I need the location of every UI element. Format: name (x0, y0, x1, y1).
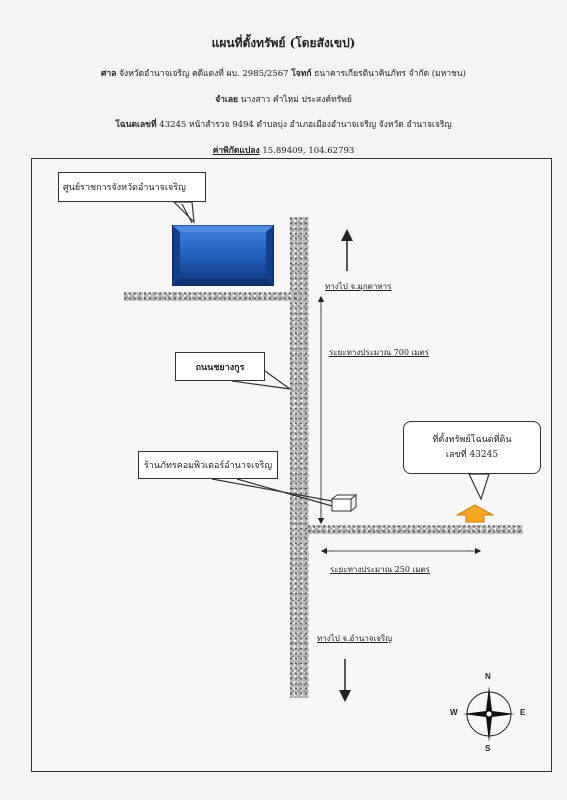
case-info-line: ศาล จังหวัดอำนาจเจริญ คดีแดงที่ ผบ. 2985… (0, 66, 567, 80)
page-title: แผนที่ตั้งทรัพย์ (โดยสังเขป) (211, 36, 356, 50)
top-cross-road (124, 292, 296, 301)
shop-box-icon (330, 493, 358, 513)
map-lines-overlay (172, 201, 490, 702)
map-frame: ศูนย์ราชการจังหวัดอำนาจเจริญ ถนนชยางกูร … (31, 158, 552, 772)
road-name-callout: ถนนชยางกูร (175, 352, 265, 381)
compass-e-label: E (520, 708, 526, 717)
coordinates-line: ค่าพิกัดแปลง 15.89409, 104.62793 (0, 143, 567, 157)
compass-w-label: W (450, 708, 458, 717)
defendant-key: จำเลย (215, 95, 239, 105)
defendant-line: จำเลย นางสาว คำไหม่ ประสงค์ทรัพย์ (0, 92, 567, 106)
main-road-vertical (290, 217, 309, 698)
deed-value: 43245 หน้าสำรวจ 9494 ตำบลบุ่ง อำเภอเมือง… (159, 120, 452, 130)
plaintiff-key: โจทก์ (291, 69, 312, 79)
court-value: จังหวัดอำนาจเจริญ คดีแดงที่ ผบ. 2985/256… (119, 69, 289, 79)
government-center-label: ศูนย์ราชการจังหวัดอำนาจเจริญ (63, 183, 186, 193)
distance-250m-label: ระยะทางประมาณ 250 เมตร (330, 565, 430, 574)
road-name-label: ถนนชยางกูร (195, 362, 245, 373)
compass-rose: N S W E (450, 672, 528, 754)
coordinates-key: ค่าพิกัดแปลง (212, 146, 260, 156)
defendant-value: นางสาว คำไหม่ ประสงค์ทรัพย์ (240, 95, 352, 105)
to-mukdahan-label: ทางไป จ.มุกดาหาร (325, 282, 392, 291)
distance-700m-label: ระยะทางประมาณ 700 เมตร (329, 348, 429, 357)
property-number: เลขที่ 43245 (445, 449, 499, 460)
side-road-to-property (308, 525, 523, 534)
property-location-arrow-icon (455, 504, 495, 523)
deed-key: โฉนดเลขที่ (115, 120, 157, 130)
property-label: ที่ตั้งทรัพย์โฉนดที่ดิน (432, 434, 512, 445)
shop-callout: ร้านภัทรคอมพิวเตอร์อำนาจเจริญ (138, 451, 278, 479)
to-amnat-charoen-label: ทางไป จ.อำนาจเจริญ (317, 634, 393, 643)
shop-label: ร้านภัทรคอมพิวเตอร์อำนาจเจริญ (143, 461, 273, 471)
government-center-callout: ศูนย์ราชการจังหวัดอำนาจเจริญ (58, 172, 206, 202)
deed-line: โฉนดเลขที่ 43245 หน้าสำรวจ 9494 ตำบลบุ่ง… (0, 117, 567, 131)
court-key: ศาล (100, 69, 117, 79)
coordinates-value: 15.89409, 104.62793 (262, 146, 355, 156)
plaintiff-value: ธนาคารเกียรตินาคินภัทร จำกัด (มหาชน) (314, 69, 466, 79)
compass-s-label: S (485, 744, 491, 753)
compass-n-label: N (485, 672, 491, 681)
government-center-building (172, 225, 274, 286)
property-callout: ที่ตั้งทรัพย์โฉนดที่ดิน เลขที่ 43245 (403, 421, 541, 474)
